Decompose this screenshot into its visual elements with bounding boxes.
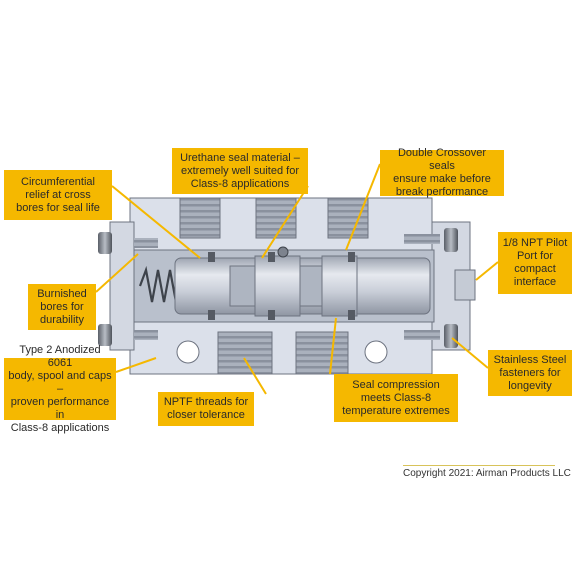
leader-double-crossover — [345, 163, 381, 251]
fastener-head — [444, 228, 458, 252]
callout-stainless-fasteners: Stainless Steel fasteners for longevity — [488, 350, 572, 396]
cross-bore-hole — [364, 340, 388, 364]
cross-bore-hole — [176, 340, 200, 364]
fastener-thread — [404, 330, 440, 340]
bottom-port-1 — [217, 331, 273, 375]
seal — [268, 252, 275, 262]
callout-burnished-bores: Burnished bores for durability — [28, 284, 96, 330]
callout-seal-compression: Seal compression meets Class-8 temperatu… — [334, 374, 458, 422]
callout-double-crossover: Double Crossover seals ensure make befor… — [380, 147, 504, 198]
leader-stainless — [451, 337, 489, 369]
leader-nptf — [243, 357, 267, 395]
spool-neck — [299, 265, 323, 307]
leader-circumferential — [111, 185, 201, 259]
callout-urethane-seal: Urethane seal material – extremely well … — [172, 148, 308, 194]
seal — [348, 252, 355, 262]
fastener-thread — [404, 234, 440, 244]
top-port-2 — [255, 197, 297, 239]
fastener-head — [98, 232, 112, 254]
callout-anodized-body: Type 2 Anodized 6061 body, spool and cap… — [4, 344, 116, 434]
copyright-text: Copyright 2021: Airman Products LLC — [403, 468, 571, 479]
leader-seal-compression — [329, 317, 337, 375]
left-end-cap — [109, 221, 135, 351]
bottom-port-2 — [295, 331, 349, 375]
fastener-thread — [134, 238, 158, 248]
top-port-1 — [179, 197, 221, 239]
spool-land — [321, 255, 358, 317]
leader-anodized — [115, 357, 157, 373]
seal — [268, 310, 275, 320]
seal — [208, 252, 215, 262]
spool-land — [254, 255, 301, 317]
copyright-divider — [403, 465, 555, 466]
leader-urethane — [261, 185, 309, 259]
leader-burnished — [95, 253, 139, 293]
fastener-head — [444, 324, 458, 348]
fastener-head — [98, 324, 112, 346]
top-port-3 — [327, 197, 369, 239]
callout-npt-pilot-port: 1/8 NPT Pilot Port for compact interface — [498, 232, 572, 294]
leader-npt-pilot — [475, 261, 499, 281]
leader-lines — [95, 163, 499, 395]
pilot-port — [454, 269, 476, 301]
callout-nptf-threads: NPTF threads for closer tolerance — [158, 392, 254, 426]
callout-circumferential-relief: Circumferential relief at cross bores fo… — [4, 170, 112, 220]
detent-ball — [277, 246, 289, 258]
fastener-thread — [134, 330, 158, 340]
seal — [208, 310, 215, 320]
spool-neck — [229, 265, 256, 307]
seal — [348, 310, 355, 320]
